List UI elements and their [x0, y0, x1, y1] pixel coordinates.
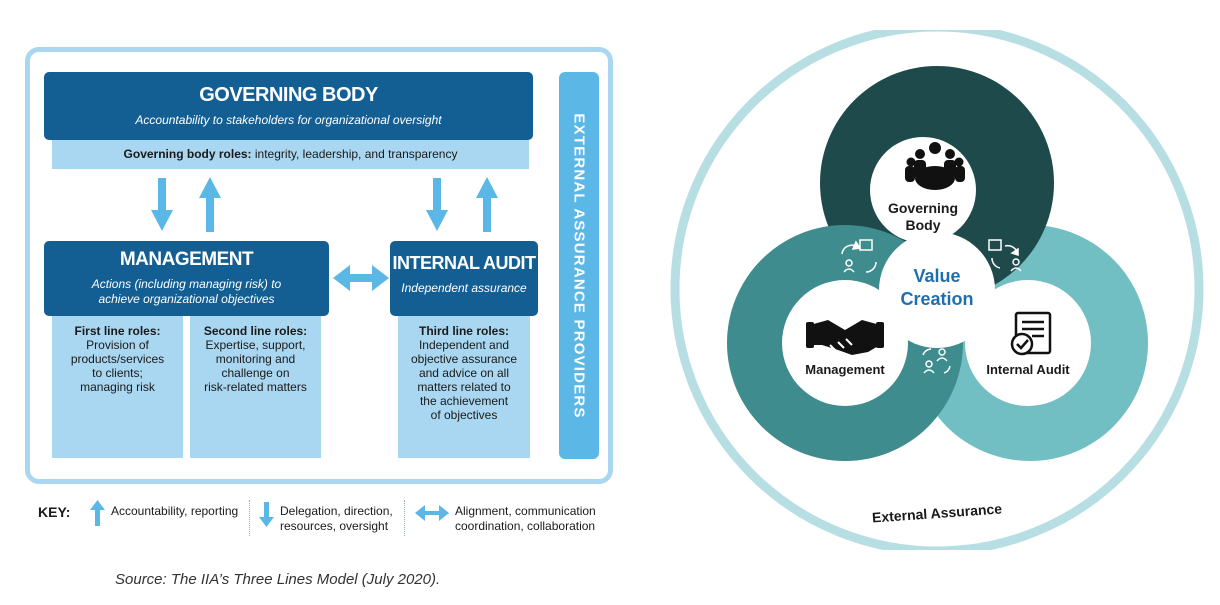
- first-line-text: to clients;: [92, 366, 143, 380]
- internal-audit-title: INTERNAL AUDIT: [392, 253, 537, 273]
- exchange-icon: [922, 348, 951, 374]
- management-box: MANAGEMENT Actions (including managing r…: [44, 241, 329, 316]
- internal-audit-label: Internal Audit: [986, 362, 1070, 377]
- governing-body-roles-label: Governing body roles:: [123, 147, 252, 161]
- key-double-arrow-icon: [415, 505, 449, 521]
- third-line-text: and advice on all: [418, 366, 510, 380]
- management-title: MANAGEMENT: [119, 249, 254, 270]
- internal-audit-subtitle: Independent assurance: [401, 281, 527, 295]
- accountability-arrow-up-icon: [199, 177, 221, 232]
- value-creation-line: Value: [913, 266, 961, 286]
- key-alignment-text: Alignment, communication: [455, 504, 596, 518]
- third-line-roles-box: Third line roles: Independent and object…: [398, 316, 530, 458]
- key-delegation: Delegation, direction, resources, oversi…: [280, 504, 393, 534]
- third-line-text: the achievement: [419, 394, 509, 408]
- key-accountability: Accountability, reporting: [111, 504, 238, 519]
- external-assurance-ring: [670, 30, 1204, 550]
- third-line-text: matters related to: [417, 380, 511, 394]
- management-subtitle-line2: achieve organizational objectives: [98, 292, 275, 306]
- second-line-text: monitoring and: [215, 352, 296, 366]
- relationship-arrows: [151, 177, 498, 291]
- governing-body-label: Governing Body: [873, 200, 973, 234]
- accountability-arrow-up-icon: [476, 177, 498, 232]
- governing-body-roles-text: integrity, leadership, and transparency: [251, 147, 458, 161]
- governing-body-box: GOVERNING BODY Accountability to stakeho…: [44, 72, 533, 140]
- delegation-arrow-down-icon: [426, 178, 448, 231]
- second-line-text: Expertise, support,: [205, 338, 306, 352]
- governing-body-subtitle: Accountability to stakeholders for organ…: [135, 113, 442, 127]
- governing-body-label-line: Governing: [887, 200, 958, 216]
- governing-body-roles-bar: Governing body roles: integrity, leaders…: [52, 140, 529, 169]
- second-line-text: challenge on: [221, 366, 290, 380]
- third-line-text: Independent and: [418, 338, 510, 352]
- first-line-text: managing risk: [80, 380, 155, 394]
- key-accountability-text: Accountability, reporting: [111, 504, 239, 518]
- management-subtitle-line1: Actions (including managing risk) to: [91, 277, 282, 291]
- value-creation-line: Creation: [900, 289, 974, 309]
- external-assurance-providers-bar: EXTERNAL ASSURANCE PROVIDERS: [559, 72, 599, 459]
- key-label: KEY:: [38, 504, 71, 520]
- third-line-text: of objectives: [430, 408, 498, 422]
- key-delegation-text: resources, oversight: [280, 519, 389, 533]
- handshake-icon: [806, 320, 884, 355]
- management-label: Management: [805, 362, 885, 377]
- internal-audit-box: INTERNAL AUDIT Independent assurance: [390, 241, 538, 316]
- governing-body-label-line: Body: [905, 217, 941, 233]
- audit-document-icon: [1010, 311, 1052, 356]
- value-creation-label: Value Creation: [877, 265, 997, 311]
- delegation-arrow-down-icon: [151, 178, 173, 231]
- second-line-text: risk-related matters: [204, 380, 307, 394]
- second-line-heading: Second line roles:: [203, 324, 308, 338]
- first-line-heading: First line roles:: [74, 324, 161, 338]
- second-line-roles-box: Second line roles: Expertise, support, m…: [190, 316, 321, 458]
- value-creation-center: [879, 232, 995, 348]
- people-group-icon: [905, 142, 965, 190]
- key-arrow-down-icon: [259, 502, 274, 527]
- key-divider: [404, 500, 405, 536]
- governing-body-title: GOVERNING BODY: [199, 84, 378, 106]
- value-creation-diagram: [670, 30, 1204, 550]
- first-line-text: Provision of: [86, 338, 149, 352]
- source-caption: Source: The IIA’s Three Lines Model (Jul…: [115, 571, 441, 588]
- third-line-text: objective assurance: [410, 352, 518, 366]
- key-divider: [249, 500, 250, 536]
- first-line-roles-box: First line roles: Provision of products/…: [52, 316, 183, 458]
- exchange-icon: [841, 239, 877, 273]
- key-alignment-text: coordination, collaboration: [455, 519, 596, 533]
- alignment-double-arrow-icon: [333, 265, 389, 291]
- key-alignment: Alignment, communication coordination, c…: [455, 504, 596, 534]
- third-line-heading: Third line roles:: [418, 324, 509, 338]
- exchange-icon: [988, 239, 1022, 272]
- first-line-text: products/services: [70, 352, 165, 366]
- key-delegation-text: Delegation, direction,: [280, 504, 393, 518]
- key-arrow-up-icon: [90, 500, 105, 526]
